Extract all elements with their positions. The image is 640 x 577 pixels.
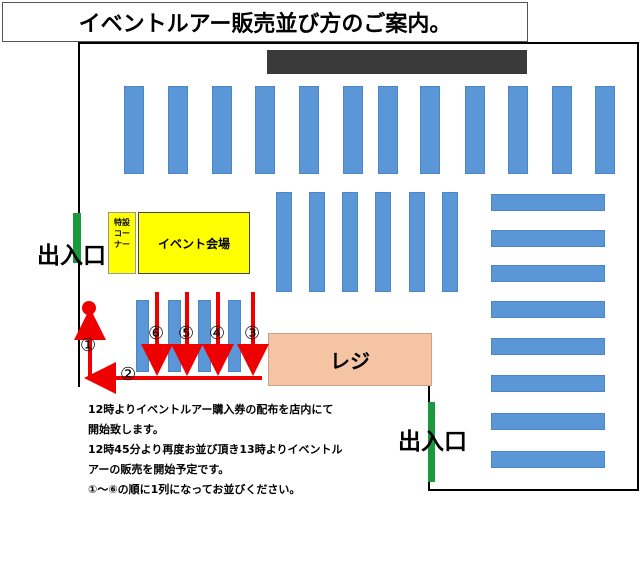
- queue-number-1: ①: [80, 335, 97, 356]
- shelf: [552, 86, 572, 174]
- notice-line: アーの販売を開始予定です。: [88, 463, 230, 476]
- wall-right: [637, 42, 639, 491]
- notice-line: 12時よりイベントルアー購入券の配布を店内にて: [88, 403, 334, 416]
- notice-text: 12時よりイベントルアー購入券の配布を店内にて 開始致します。 12時45分より…: [88, 400, 388, 500]
- shelf: [420, 86, 440, 174]
- shelf: [276, 192, 292, 292]
- queue-number-5: ⑤: [178, 323, 195, 344]
- wall-bottom-right: [428, 489, 639, 491]
- shelf: [378, 86, 398, 174]
- notice-line: 開始致します。: [88, 423, 164, 436]
- queue-number-2: ②: [120, 364, 137, 385]
- notice-line: ①～⑥の順に1列になってお並びください。: [88, 483, 301, 496]
- shelf: [491, 301, 605, 318]
- shelf: [595, 86, 615, 174]
- entrance-right-door: [428, 402, 435, 482]
- shelf: [491, 375, 605, 392]
- back-counter: [267, 50, 527, 74]
- shelf: [491, 413, 605, 430]
- special-corner-line: コー: [114, 229, 130, 238]
- special-corner-line: ナー: [114, 240, 130, 249]
- queue-number-4: ④: [209, 323, 226, 344]
- shelf: [375, 192, 391, 292]
- shelf: [491, 230, 605, 247]
- shelf: [442, 192, 458, 292]
- shelf: [491, 338, 605, 355]
- shelf: [309, 192, 325, 292]
- entrance-left-door: [73, 213, 81, 263]
- shelf: [212, 86, 232, 174]
- special-corner: 特設 コー ナー: [108, 212, 136, 274]
- shelf: [168, 86, 188, 174]
- shelf: [465, 86, 485, 174]
- shelf: [342, 192, 358, 292]
- shelf: [491, 194, 605, 211]
- shelf: [491, 265, 605, 282]
- queue-start-dot: [82, 301, 96, 315]
- shelf: [343, 86, 363, 174]
- shelf: [124, 86, 144, 174]
- queue-number-3: ③: [244, 323, 261, 344]
- event-venue: イベント会場: [138, 212, 250, 274]
- queue-number-6: ⑥: [148, 323, 165, 344]
- shelf: [255, 86, 275, 174]
- special-corner-line: 特設: [114, 218, 130, 227]
- shelf: [508, 86, 528, 174]
- notice-line: 12時45分より再度お並び頂き13時よりイベントル: [88, 443, 343, 456]
- entrance-left-label: 出入口: [37, 243, 106, 269]
- entrance-right-label: 出入口: [398, 429, 467, 455]
- wall-top: [79, 42, 639, 44]
- shelf: [299, 86, 319, 174]
- shelf: [491, 451, 605, 468]
- shelf: [409, 192, 425, 292]
- page-title: イベントルアー販売並び方のご案内。: [2, 2, 528, 42]
- register: レジ: [268, 333, 432, 386]
